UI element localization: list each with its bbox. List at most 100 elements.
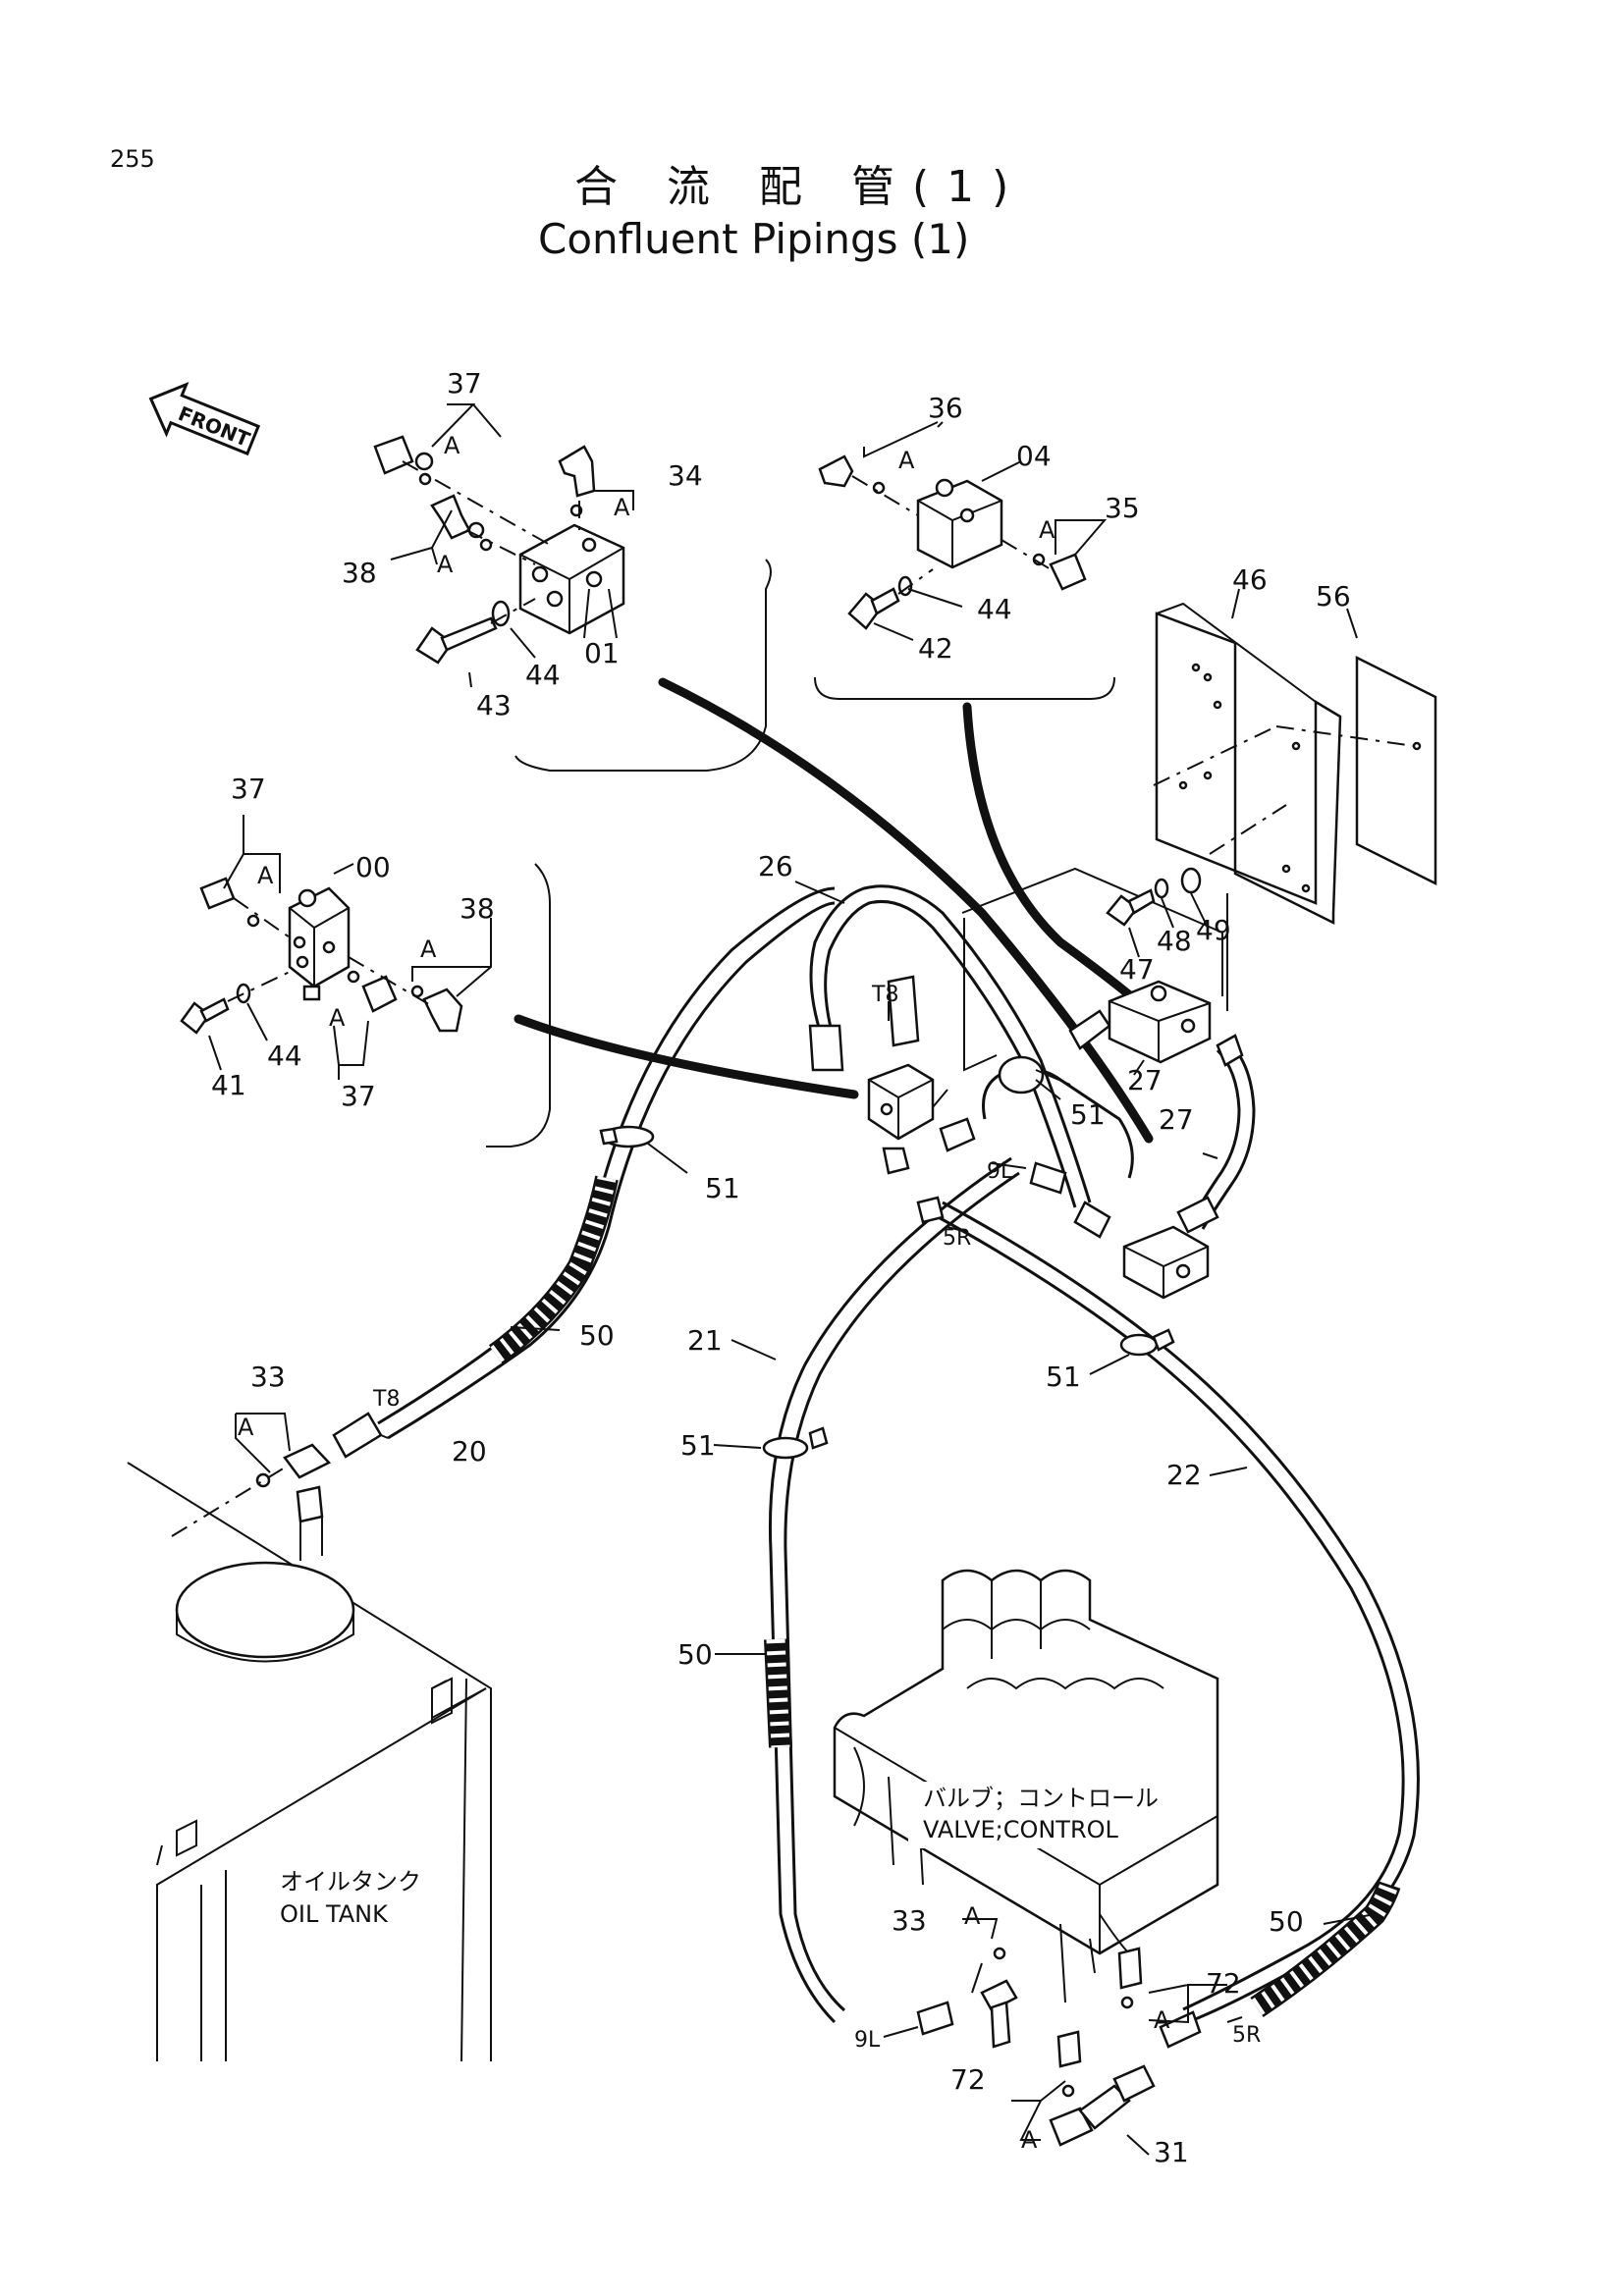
callout-48: 48: [1157, 925, 1192, 957]
protector-50: [488, 1175, 619, 1364]
callout-00: 00: [355, 851, 391, 883]
callout-50: 50: [1269, 1905, 1304, 1938]
oil-tank: [127, 1462, 492, 2062]
callout-T8: T8: [372, 1387, 400, 1412]
detail-valve-01: 37 A 34 A 38 A 01 43 44: [342, 367, 772, 772]
callout-A: A: [1154, 2006, 1170, 2034]
callout-9L: 9L: [854, 2028, 881, 2053]
detail-valve-00: 37 A 00 38 A A 41 44 37: [180, 773, 551, 1148]
callout-37: 37: [447, 367, 482, 400]
bracket-plate-46: [1155, 602, 1342, 926]
callout-44: 44: [525, 659, 561, 691]
hose-end-9L: [939, 1117, 976, 1152]
callout-72: 72: [950, 2063, 986, 2096]
valve-on-bracket-upper: [1108, 980, 1212, 1064]
fitting-72-b: [1056, 2030, 1082, 2068]
oil-tank-label-en: OIL TANK: [280, 1900, 389, 1928]
callout-A: A: [964, 1902, 981, 1930]
hose-end-27: [1176, 1196, 1219, 1234]
hose-end-9L: [1029, 1161, 1067, 1195]
callout-A: A: [614, 494, 630, 521]
title-english: Confluent Pipings (1): [538, 215, 969, 263]
callout-A: A: [420, 935, 437, 963]
valve-block-04: [916, 479, 1003, 569]
callout-04: 04: [1016, 440, 1052, 472]
bolt-47: [1106, 888, 1156, 927]
hose-end-5R: [1159, 2010, 1202, 2049]
bolt-41: [180, 997, 230, 1035]
callout-33: 33: [892, 1904, 927, 1937]
callout-A: A: [238, 1414, 254, 1441]
control-valve: [833, 1569, 1219, 2003]
callout-41: 41: [211, 1069, 246, 1101]
callout-50: 50: [677, 1638, 713, 1671]
hose-end-27: [1216, 1034, 1244, 1067]
protector-50: [764, 1638, 792, 1748]
fitting-37: [373, 435, 434, 475]
hose-end-T8: [332, 1412, 383, 1459]
callout-A: A: [437, 551, 454, 578]
callout-22: 22: [1166, 1459, 1202, 1491]
clamp-51: [599, 1125, 655, 1148]
callout-42: 42: [918, 632, 953, 665]
callout-A: A: [257, 862, 274, 889]
callout-9L: 9L: [987, 1159, 1013, 1184]
callout-31: 31: [1154, 2136, 1189, 2168]
callout-51: 51: [680, 1429, 716, 1462]
fitting-37: [199, 877, 236, 910]
control-valve-label-en: VALVE;CONTROL: [923, 1816, 1119, 1843]
clamp-51: [998, 1055, 1045, 1095]
bolt-43: [415, 616, 498, 665]
fitting-72-a: [1117, 1947, 1143, 1990]
callout-47: 47: [1119, 953, 1155, 986]
callout-27: 27: [1127, 1064, 1163, 1096]
callout-43: 43: [476, 689, 512, 721]
callout-51: 51: [1046, 1361, 1081, 1393]
callout-35: 35: [1105, 492, 1140, 524]
callout-A: A: [329, 1004, 346, 1032]
hose-26: [809, 884, 1092, 1208]
callout-36: 36: [928, 392, 963, 424]
tee-31: [1049, 2064, 1156, 2147]
callout-46: 46: [1232, 563, 1268, 596]
callout-5R: 5R: [1232, 2023, 1261, 2048]
fitting-33-lower: [980, 1979, 1018, 2049]
callout-5R: 5R: [943, 1226, 971, 1251]
page-number: 255: [110, 145, 155, 173]
callout-34: 34: [668, 459, 703, 492]
callout-72: 72: [1206, 1967, 1241, 2000]
clamp-51: [1119, 1328, 1175, 1357]
callout-51: 51: [705, 1172, 740, 1204]
hose-end-T8: [808, 1024, 844, 1072]
control-valve-label-ja: バルブ；コントロール: [923, 1785, 1159, 1812]
callout-A: A: [1021, 2126, 1038, 2154]
bolt-42: [847, 587, 900, 630]
plate-56: [1355, 655, 1437, 886]
fitting-38: [430, 494, 485, 540]
front-arrow-icon: FRONT: [148, 382, 261, 456]
callout-49: 49: [1196, 914, 1231, 946]
washer-49: [1180, 867, 1202, 894]
fitting-35: [1049, 553, 1087, 591]
callout-44: 44: [267, 1040, 302, 1072]
callout-27: 27: [1159, 1103, 1194, 1136]
fitting-37: [361, 975, 398, 1013]
fitting-38: [422, 988, 463, 1033]
hose-21: [768, 1156, 1020, 2024]
callout-44: 44: [977, 593, 1012, 625]
callout-A: A: [1039, 516, 1055, 544]
callout-01: 01: [584, 637, 620, 669]
detail-valve-04: 36 A 04 35 A 44 42: [814, 392, 1140, 700]
control-valve-label-bg: [908, 1782, 1154, 1848]
valve-block-01: [518, 523, 625, 635]
fitting-33: [283, 1443, 332, 1561]
callout-37: 37: [231, 773, 266, 805]
clamp-51: [762, 1426, 829, 1460]
valve-center: [867, 1063, 935, 1141]
callout-51: 51: [1070, 1098, 1106, 1131]
callout-38: 38: [342, 557, 377, 589]
fitting-36: [818, 454, 854, 488]
callout-26: 26: [758, 850, 793, 882]
washer-48: [1154, 878, 1169, 899]
